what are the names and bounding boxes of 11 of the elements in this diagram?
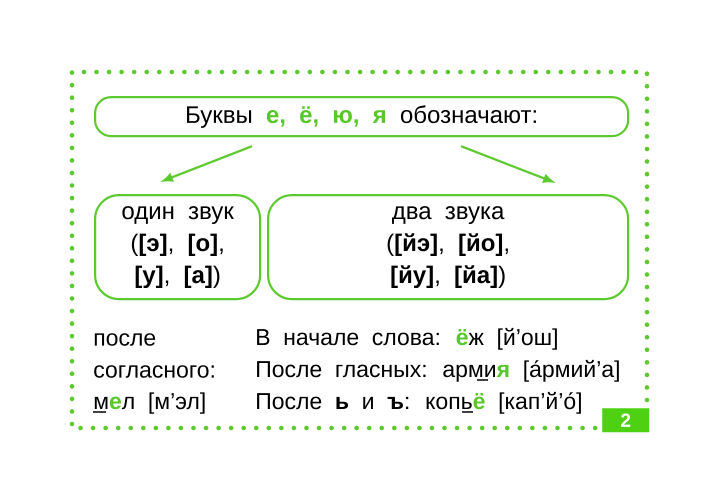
caption-text: После гласных: армия [а́рмий’а] bbox=[257, 360, 619, 382]
page-number-tab: 2 bbox=[602, 408, 650, 432]
caption-text: мел [м’эл] bbox=[93, 392, 205, 414]
rounded-box: два звука ([йэ], [йо], [йу], [йа]) bbox=[267, 194, 630, 300]
rounded-box: Буквы е, ё, ю, я обозначают: bbox=[94, 96, 630, 138]
caption-text: после согласного: bbox=[94, 333, 214, 378]
arrow bbox=[460, 145, 553, 183]
caption-text: После ь и ъ: копьё [кап’й’о́] bbox=[257, 392, 581, 414]
rounded-box: один звук ([э], [о], [у], [а]) bbox=[94, 194, 262, 300]
arrow bbox=[163, 145, 252, 182]
caption-text: В начале слова: ёж [й’ош] bbox=[257, 328, 557, 350]
